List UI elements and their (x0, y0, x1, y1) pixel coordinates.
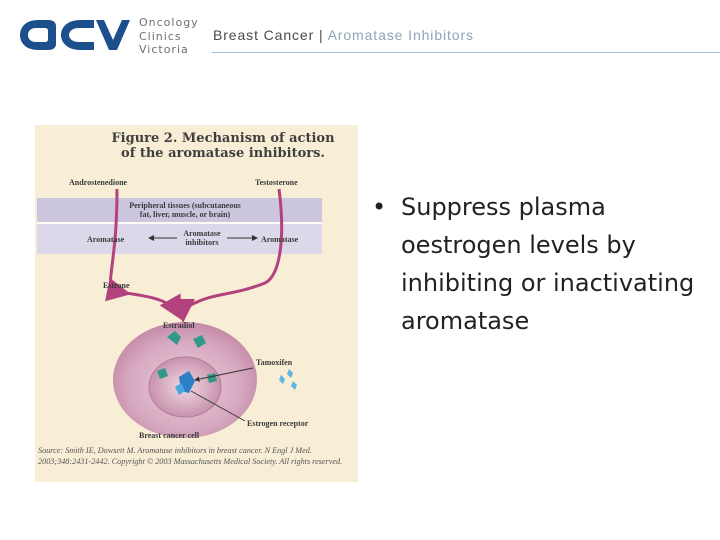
label-estrone: Estrone (103, 281, 130, 290)
ocv-logo: Oncology Clinics Victoria (18, 14, 198, 60)
estradiol-molecule-1 (167, 331, 181, 345)
bullet-list: • Suppress plasma oestrogen levels by in… (366, 188, 696, 340)
header-separator: | (318, 27, 324, 43)
label-testosterone: Testosterone (255, 178, 298, 187)
label-estradiol: Estradiol (163, 321, 195, 330)
receptor-pointer (190, 390, 246, 422)
tamoxifen-molecule-2 (287, 369, 293, 378)
label-breast-cancer-cell: Breast cancer cell (139, 431, 200, 440)
logo-wordmark: Oncology Clinics Victoria (139, 16, 199, 57)
bullet-marker: • (372, 193, 387, 221)
label-aromatase-right: Aromatase (261, 235, 299, 244)
logo-word-1: Oncology (139, 16, 199, 29)
figure-title-line-2: of the aromatase inhibitors. (121, 146, 325, 161)
figure-title-line-1: Figure 2. Mechanism of action (111, 131, 335, 146)
bullet-text: Suppress plasma oestrogen levels by inhi… (401, 193, 695, 335)
logo-word-2: Clinics (139, 29, 182, 43)
tamoxifen-pointer (194, 367, 254, 382)
tamoxifen-molecule-1 (279, 375, 285, 384)
mechanism-diagram (37, 188, 322, 438)
label-estrogen-receptor: Estrogen receptor (247, 419, 309, 428)
label-androstenedione: Androstenedione (69, 178, 128, 187)
estrone-arrow (124, 291, 182, 321)
aromatase-band (37, 224, 322, 254)
label-tamoxifen: Tamoxifen (256, 358, 293, 367)
tamoxifen-molecule-3 (291, 381, 297, 390)
header-topic: Breast Cancer (213, 27, 315, 43)
header-divider (212, 52, 720, 53)
bullet-item: • Suppress plasma oestrogen levels by in… (366, 188, 696, 340)
header-subtopic: Aromatase Inhibitors (327, 27, 474, 43)
label-aromatase-left: Aromatase (87, 235, 125, 244)
estradiol-molecule-2 (193, 335, 206, 348)
label-peripheral-line-1: Peripheral tissues (subcutaneous (129, 201, 241, 210)
left-conversion-arrow (104, 188, 131, 302)
estradiol-molecule-4 (207, 373, 217, 383)
right-conversion-arrow (171, 188, 284, 323)
figure-source-citation: Source: Smith IE, Dowsett M. Aromatase i… (38, 446, 343, 466)
label-peripheral-tissues: Peripheral tissues (subcutaneous fat, li… (91, 201, 279, 219)
ocv-logo-mark (20, 20, 130, 50)
peripheral-tissue-band (37, 198, 322, 222)
logo-word-3: Victoria (139, 43, 189, 56)
label-inhibitors-line-2: inhibitors (185, 238, 219, 247)
mechanism-figure: Figure 2. Mechanism of action of the aro… (35, 125, 358, 482)
slide-header-title: Breast Cancer | Aromatase Inhibitors (213, 27, 474, 43)
label-peripheral-line-2: fat, liver, muscle, or brain) (139, 210, 231, 219)
estradiol-molecule-3 (157, 368, 168, 379)
figure-title: Figure 2. Mechanism of action of the aro… (93, 131, 353, 161)
label-aromatase-inhibitors: Aromatase inhibitors (171, 229, 233, 247)
label-inhibitors-line-1: Aromatase (183, 229, 221, 238)
